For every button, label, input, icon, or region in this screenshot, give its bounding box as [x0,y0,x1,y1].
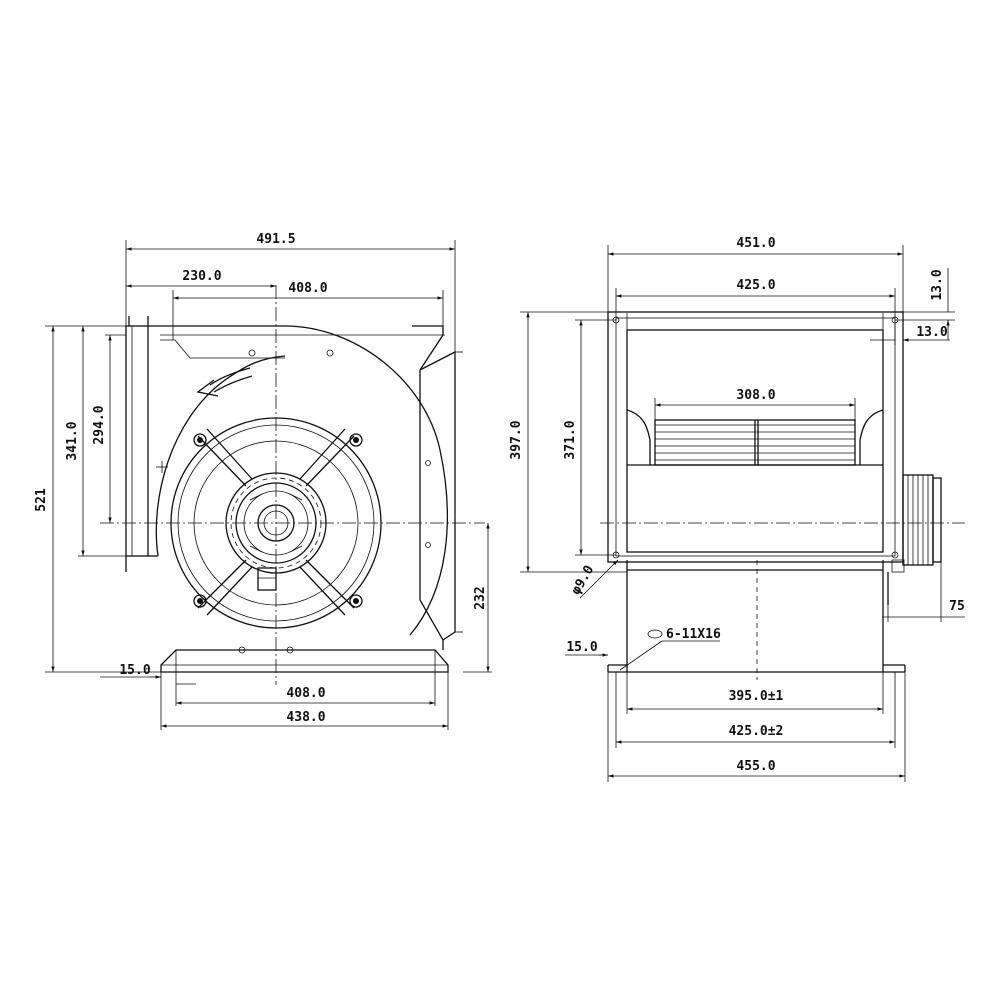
dim-base-hole-spacing: 395.0±1 [729,689,784,704]
dim-impeller-width: 308.0 [736,388,775,403]
housing-hole [248,349,256,357]
scroll-housing [148,325,448,636]
dim-outlet-height-outer: 341.0 [65,421,80,460]
dim-side-outlet-height: 371.0 [563,420,578,459]
dim-base-flange: 15.0 [119,663,150,678]
rotation-arrow-icon [196,367,253,397]
dim-motor-projection: 75 [949,599,965,614]
dim-base-width-inner: 408.0 [286,686,325,701]
dim-side-base-width: 455.0 [736,759,775,774]
side-outlet-flange [607,311,904,563]
outlet-flange-left [125,316,149,572]
inlet-ring [170,417,382,629]
impeller [654,419,856,466]
motor-hub [225,472,327,591]
dim-hole-diameter: φ9.0 [569,563,598,598]
slot-note: 6-11X16 [666,627,721,642]
side-view: 451.0 425.0 13.0 13.0 308.0 397.0 371.0 … [509,236,965,782]
dim-base-slot-spacing: 425.0±2 [729,724,784,739]
dim-base-width-outer: 438.0 [286,710,325,725]
housing-hole [238,646,246,654]
slot-icon [647,629,663,639]
dim-outlet-height-inner: 294.0 [92,405,107,444]
side-base [607,570,906,673]
dim-side-overall-height: 397.0 [509,420,524,459]
dim-shaft-to-base: 232 [473,586,488,609]
base-plate [160,649,449,673]
dim-overall-width: 491.5 [256,232,295,247]
dim-side-base-flange: 15.0 [566,640,597,655]
front-dimensions [45,240,492,730]
dim-flange-top: 13.0 [930,269,945,300]
motor-spider-arms [193,428,363,616]
dim-top-outlet-width: 408.0 [288,281,327,296]
dim-shaft-offset: 230.0 [182,269,221,284]
front-view: 491.5 230.0 408.0 521 341.0 294.0 232 15… [34,232,492,730]
housing-hole [286,646,294,654]
dim-flange-side: 13.0 [916,325,947,340]
dim-side-flange-width: 425.0 [736,278,775,293]
dim-overall-height: 521 [34,488,49,512]
motor-body [887,474,942,605]
discharge-flange-right [412,325,463,650]
housing-hole [326,349,334,357]
side-dimensions [520,245,965,782]
dim-side-overall-width: 451.0 [736,236,775,251]
